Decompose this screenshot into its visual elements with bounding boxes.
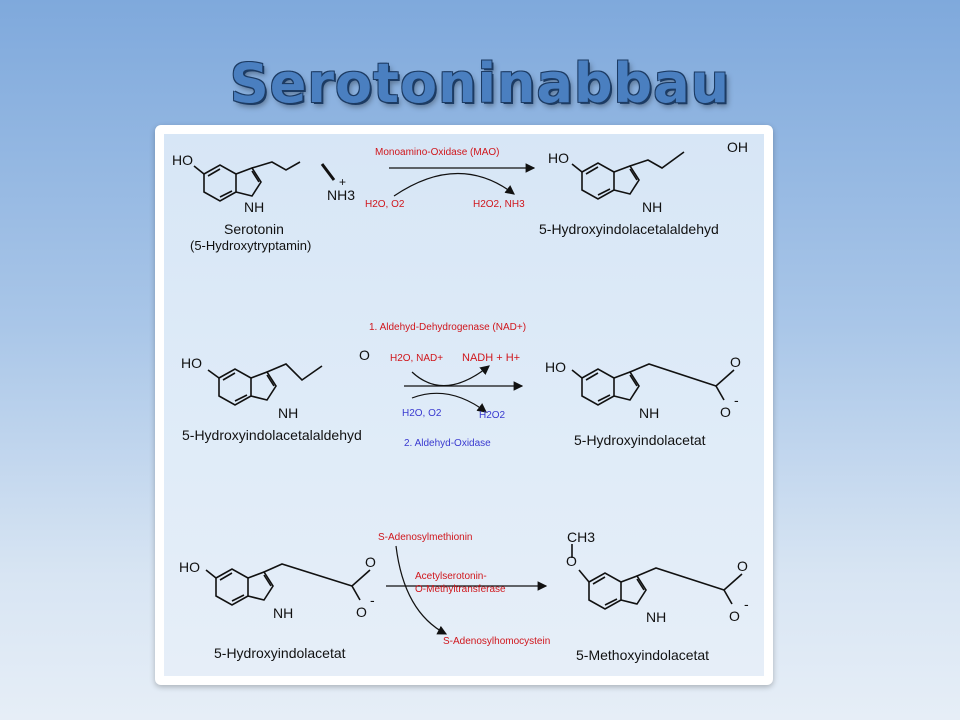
sah-label: S-Adenosylhomocystein [443,636,550,647]
methoxy-structure [571,544,743,610]
nad-arc [411,365,490,387]
serotonin-name: Serotonin [224,221,284,237]
aldehyd1-oh-label: OH [727,139,748,155]
enzyme2-label: 2. Aldehyd-Oxidase [404,438,491,449]
aldehyd2-nh-label: NH [278,405,298,421]
mao-reagents-out: H2O2, NH3 [473,199,525,210]
diagram-frame: HO NH NH3 + Serotonin (5-Hydroxytryptami… [155,125,773,685]
aldehyd-structure-1 [571,151,685,200]
serotonin-ho-label: HO [172,152,193,168]
aldehyd2-o-label: O [359,347,370,363]
mao-cofactor-arc [393,172,515,197]
acetat1-o-label: O [730,354,741,370]
serotonin-nh3-label: NH3 [327,187,355,203]
reaction-scheme: HO NH NH3 + Serotonin (5-Hydroxytryptami… [172,139,749,663]
omt-label-line2: O-Methyltransferase [415,584,506,595]
in2-label: H2O, O2 [402,408,442,419]
aldehyd1-name: 5-Hydroxyindolacetalaldehyd [539,221,719,237]
out1-label: NADH + H+ [462,352,520,364]
acetat1-ho-label: HO [545,359,566,375]
methoxy-o2-label: O [729,608,740,624]
acetat2-o2-label: O [356,604,367,620]
aldehyd1-ho-label: HO [548,150,569,166]
methoxy-minus-label: - [744,596,749,612]
serotonin-nh-label: NH [244,199,264,215]
sam-arc [395,545,448,635]
acetat-structure-1 [571,363,735,406]
slide-title: Serotoninabbau [229,52,731,115]
methoxy-ch3-label: CH3 [567,529,595,545]
acetat1-minus-label: - [734,392,739,408]
acetat2-name: 5-Hydroxyindolacetat [214,645,346,661]
mao-reagents-in: H2O, O2 [365,199,405,210]
in1-label: H2O, NAD+ [390,353,443,364]
serotonin-structure [193,161,336,202]
acetat2-ho-label: HO [179,559,200,575]
aldehyd-structure-2 [207,363,323,406]
oxidase-arc [411,392,487,413]
acetat2-minus-label: - [370,592,375,608]
acetat1-name: 5-Hydroxyindolacetat [574,432,706,448]
diagram-panel: HO NH NH3 + Serotonin (5-Hydroxytryptami… [164,134,764,676]
methoxy-o1-label: O [737,558,748,574]
aldehyd2-ho-label: HO [181,355,202,371]
methoxy-o-label: O [566,553,577,569]
omt-label-line1: Acetylserotonin- [415,571,487,582]
mao-enzyme-label: Monoamino-Oxidase (MAO) [375,147,499,158]
aldehyd1-nh-label: NH [642,199,662,215]
acetat1-o2-label: O [720,404,731,420]
serotonin-subname: (5-Hydroxytryptamin) [190,238,311,253]
enzyme1-label: 1. Aldehyd-Dehydrogenase (NAD+) [369,322,526,333]
aldehyd2-name: 5-Hydroxyindolacetalaldehyd [182,427,362,443]
acetat2-nh-label: NH [273,605,293,621]
acetat-structure-2 [205,563,371,606]
out2-label: H2O2 [479,410,506,421]
acetat1-nh-label: NH [639,405,659,421]
methoxy-nh-label: NH [646,609,666,625]
methoxy-name: 5-Methoxyindolacetat [576,647,709,663]
acetat2-o-label: O [365,554,376,570]
serotonin-charge-label: + [339,175,346,189]
sam-label: S-Adenosylmethionin [378,532,473,543]
